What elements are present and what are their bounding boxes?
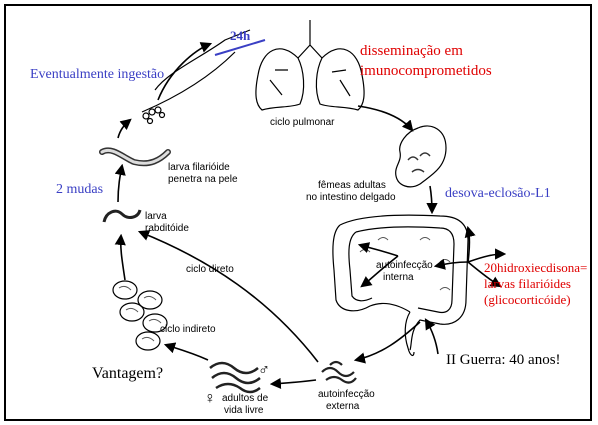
label-larva-filarioide-1: larva filarióide [168,162,230,173]
label-adultos-2: vida livre [224,405,264,416]
label-larva-rabditoide-1: larva [145,211,167,222]
label-ciclo-pulmonar: ciclo pulmonar [270,117,335,128]
annotation-disseminacao-2: imunocomprometidos [360,63,492,79]
eggs-illustration [113,281,167,350]
large-intestine-illustration [333,215,468,355]
annotation-hidroxi-2: larvas filarióides [484,276,571,291]
label-larva-filarioide-2: penetra na pele [168,174,238,185]
filariform-larva-illustration [102,150,168,163]
annotation-24h: 24h [230,28,251,43]
annotation-hidroxi-3: (glicocorticóide) [484,292,571,307]
label-femeas-1: fêmeas adultas [318,180,386,191]
female-symbol: ♀ [204,390,216,407]
label-autoinfeccao-interna-1: autoinfecção [376,260,433,271]
label-autoinfeccao-externa-2: externa [326,401,360,412]
free-living-adults-illustration [210,363,260,392]
annotation-desova: desova-eclosão-L1 [445,186,551,201]
annotation-guerra: II Guerra: 40 anos! [446,352,561,368]
label-adultos-1: adultos de [222,393,269,404]
external-autoinfection-larvae [322,362,356,383]
annotation-ingestao: Eventualmente ingestão [30,67,164,82]
annotation-hidroxi-1: 20hidroxiecdisona= [484,260,587,275]
annotation-mudas: 2 mudas [56,182,103,197]
label-femeas-2: no intestino delgado [306,192,396,203]
annotation-disseminacao-1: disseminação em [360,43,463,59]
annotation-vantagem: Vantagem? [92,365,163,382]
label-autoinfeccao-externa-1: autoinfecção [318,389,375,400]
label-ciclo-direto: ciclo direto [186,264,234,275]
male-symbol: ♂ [258,362,270,379]
label-ciclo-indireto: ciclo indireto [160,324,216,335]
small-intestine-illustration [396,126,446,187]
label-autoinfeccao-interna-2: interna [383,272,414,283]
lungs-illustration [256,20,364,110]
label-larva-rabditoide-2: rabditóide [145,223,189,234]
rhabditiform-larva-illustration [104,210,140,222]
